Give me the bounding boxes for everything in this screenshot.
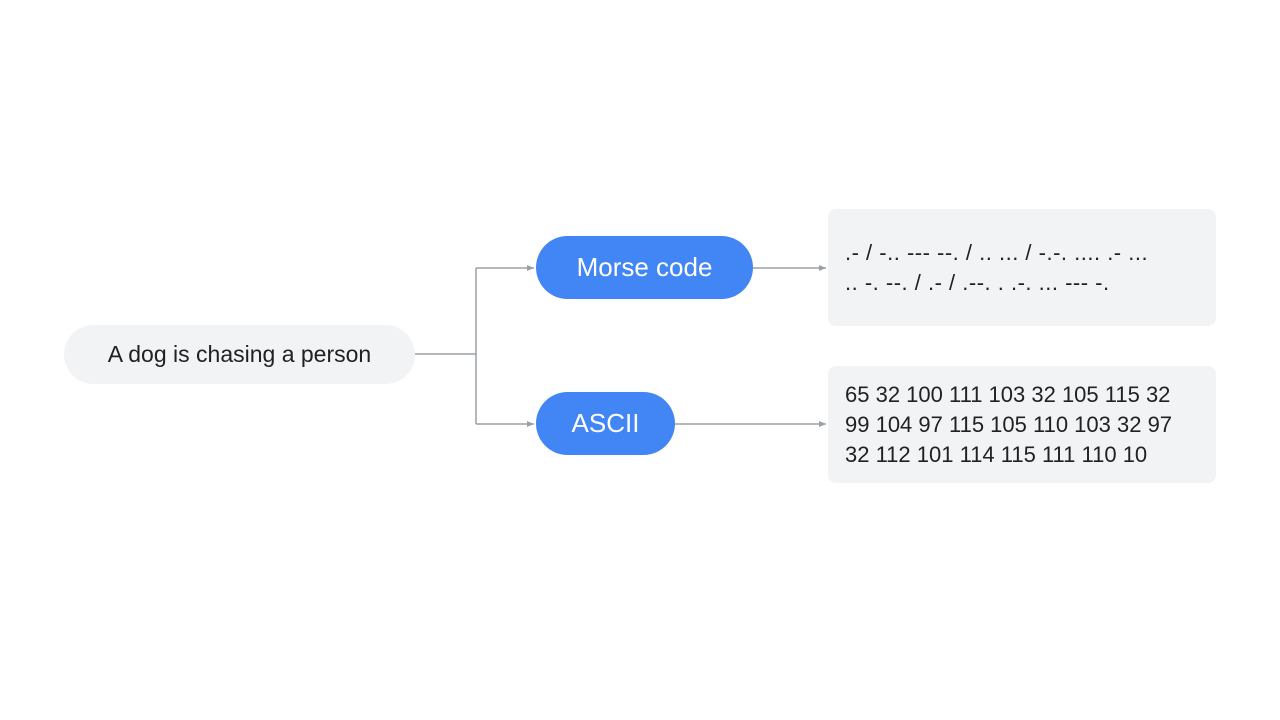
morse-output-text: .- / -.. --- --. / .. ... / -.-. .... .-… [845,239,1149,295]
morse-output-box: .- / -.. --- --. / .. ... / -.-. .... .-… [828,209,1216,326]
ascii-output-text: 65 32 100 111 103 32 105 115 32 99 104 9… [845,381,1173,467]
morse-code-label: Morse code [576,252,713,282]
input-text: A dog is chasing a person [107,341,372,367]
morse-code-pill: Morse code [536,236,753,299]
ascii-pill: ASCII [536,392,675,455]
ascii-output-box: 65 32 100 111 103 32 105 115 32 99 104 9… [828,366,1216,483]
input-text-node: A dog is chasing a person [64,325,415,384]
ascii-label: ASCII [571,408,640,438]
